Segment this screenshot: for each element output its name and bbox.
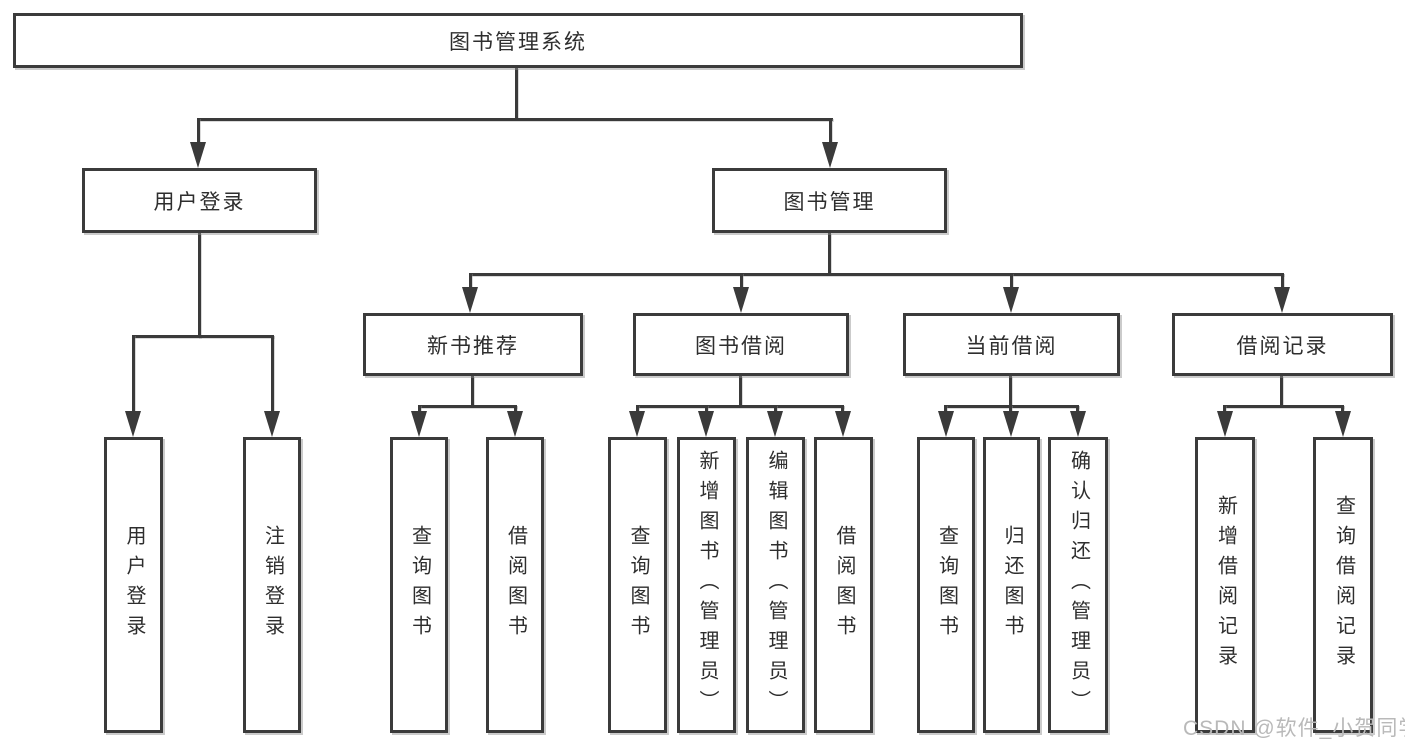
connector-line [197,118,833,121]
arrow-down-icon [507,411,523,437]
node-new-book-rec-label: 新书推荐 [427,334,519,358]
node-leaf-bb-borrow-book-label: 借阅图书 [833,525,855,645]
node-leaf-bb-add-book: 新增图书（管理员） [677,437,736,733]
arrow-down-icon [1335,411,1351,437]
connector-line [636,405,639,415]
node-leaf-br-query-record-label: 查询借阅记录 [1332,495,1355,675]
connector-line [1010,273,1013,291]
connector-line [1280,376,1283,407]
connector-line [1281,273,1284,291]
node-leaf-br-add-record: 新增借阅记录 [1195,437,1255,733]
node-new-book-rec: 新书推荐 [363,313,583,376]
node-leaf-logout-label: 注销登录 [261,525,284,645]
connector-line [1223,405,1226,415]
node-leaf-cb-return-book-label: 归还图书 [1001,525,1023,645]
node-leaf-bb-edit-book: 编辑图书（管理员） [746,437,805,733]
connector-line [1076,405,1079,415]
arrow-down-icon [190,142,206,168]
node-leaf-cb-return-book: 归还图书 [983,437,1040,733]
arrow-down-icon [125,411,141,437]
arrow-down-icon [835,411,851,437]
node-leaf-cb-query-book-label: 查询图书 [935,525,958,645]
connector-line [418,405,517,408]
connector-line [197,118,200,146]
node-leaf-bb-edit-book-label: 编辑图书（管理员） [765,450,787,720]
node-leaf-rec-borrow-book: 借阅图书 [486,437,544,733]
node-book-borrow-label: 图书借阅 [695,334,787,358]
node-leaf-logout: 注销登录 [243,437,301,733]
node-current-borrow-label: 当前借阅 [965,334,1058,358]
arrow-down-icon [462,287,478,313]
connector-line [944,405,947,415]
arrow-down-icon [1217,411,1233,437]
node-leaf-bb-query-book: 查询图书 [608,437,667,733]
connector-line [636,405,844,408]
node-leaf-rec-query-book-label: 查询图书 [408,525,431,645]
arrow-down-icon [411,411,427,437]
connector-line [828,233,831,275]
arrow-down-icon [1274,287,1290,313]
arrow-down-icon [629,411,645,437]
node-leaf-br-add-record-label: 新增借阅记录 [1214,495,1237,675]
connector-line [514,405,517,415]
node-user-login: 用户登录 [82,168,317,233]
node-leaf-rec-borrow-book-label: 借阅图书 [504,525,527,645]
node-root-label: 图书管理系统 [449,30,587,54]
node-leaf-bb-add-book-label: 新增图书（管理员） [696,450,718,720]
arrow-down-icon [938,411,954,437]
node-leaf-bb-borrow-book: 借阅图书 [814,437,873,733]
watermark: CSDN @软件_小贺同学 [1183,717,1405,740]
node-book-mgmt: 图书管理 [712,168,947,233]
node-leaf-rec-query-book: 查询图书 [390,437,448,733]
connector-line [1341,405,1344,415]
arrow-down-icon [1003,411,1019,437]
connector-line [1223,405,1344,408]
arrow-down-icon [733,287,749,313]
arrow-down-icon [698,411,714,437]
node-borrow-record-label: 借阅记录 [1236,334,1329,358]
connector-line [1009,376,1012,407]
arrow-down-icon [1070,411,1086,437]
arrow-down-icon [822,142,838,168]
connector-line [740,273,743,291]
connector-line [132,335,135,415]
arrow-down-icon [767,411,783,437]
connector-line [1009,405,1012,415]
connector-line [739,376,742,407]
arrow-down-icon [264,411,280,437]
node-leaf-cb-confirm-return-label: 确认归还（管理员） [1067,450,1090,720]
connector-line [271,335,274,415]
connector-line [469,273,1284,276]
node-current-borrow: 当前借阅 [903,313,1120,376]
connector-line [418,405,421,415]
connector-line [774,405,777,415]
node-book-mgmt-label: 图书管理 [783,190,876,214]
node-user-login-label: 用户登录 [153,190,246,214]
arrow-down-icon [1003,287,1019,313]
node-leaf-user-login: 用户登录 [104,437,163,733]
node-borrow-record: 借阅记录 [1172,313,1393,376]
connector-line [198,233,201,338]
connector-line [471,376,474,407]
node-leaf-br-query-record: 查询借阅记录 [1313,437,1373,733]
node-leaf-user-login-label: 用户登录 [123,525,145,645]
node-leaf-cb-confirm-return: 确认归还（管理员） [1048,437,1108,733]
node-leaf-bb-query-book-label: 查询图书 [627,525,649,645]
connector-line [829,118,832,146]
connector-line [469,273,472,291]
node-book-borrow: 图书借阅 [633,313,849,376]
connector-line [515,68,518,120]
connector-line [841,405,844,415]
node-leaf-cb-query-book: 查询图书 [917,437,975,733]
connector-line [705,405,708,415]
connector-line [132,335,274,338]
node-root: 图书管理系统 [13,13,1023,68]
